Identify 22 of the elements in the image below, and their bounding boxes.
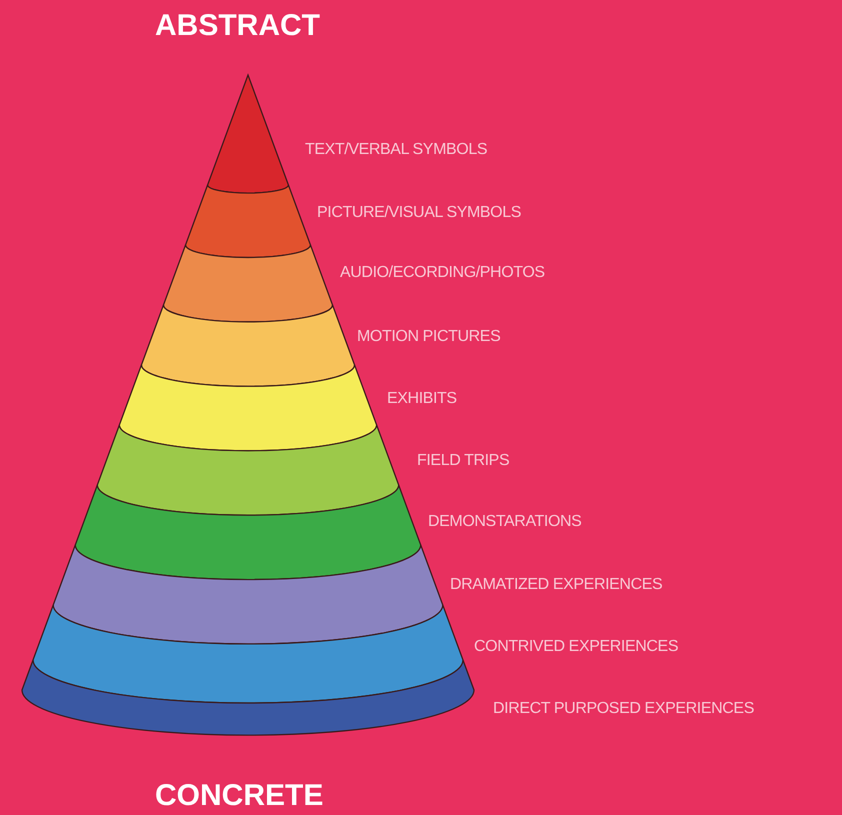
band-label: MOTION PICTURES [357,327,500,347]
cone-band [96,424,400,516]
cone-band [162,244,334,322]
band-label: CONTRIVED EXPERIENCES [474,637,678,657]
cone-band [118,364,378,452]
band-label: AUDIO/ECORDING/PHOTOS [340,263,545,283]
band-label: PICTURE/VISUAL SYMBOLS [317,203,521,223]
scale-heading: ABSTRACT [155,8,320,44]
band-label: DRAMATIZED EXPERIENCES [450,575,662,595]
cone-band [184,184,312,258]
band-label: DIRECT PURPOSED EXPERIENCES [493,699,754,719]
cone-band [52,544,444,644]
band-label: EXHIBITS [387,389,457,409]
cone-band [206,74,290,194]
band-label: TEXT/VERBAL SYMBOLS [305,140,488,160]
cone-band [21,659,475,736]
cone-band [74,484,422,580]
cone-band [32,604,464,704]
band-label: FIELD TRIPS [417,451,510,471]
scale-heading: CONCRETE [155,778,324,814]
band-label: DEMONSTARATIONS [428,512,582,532]
cone-band [140,304,356,387]
